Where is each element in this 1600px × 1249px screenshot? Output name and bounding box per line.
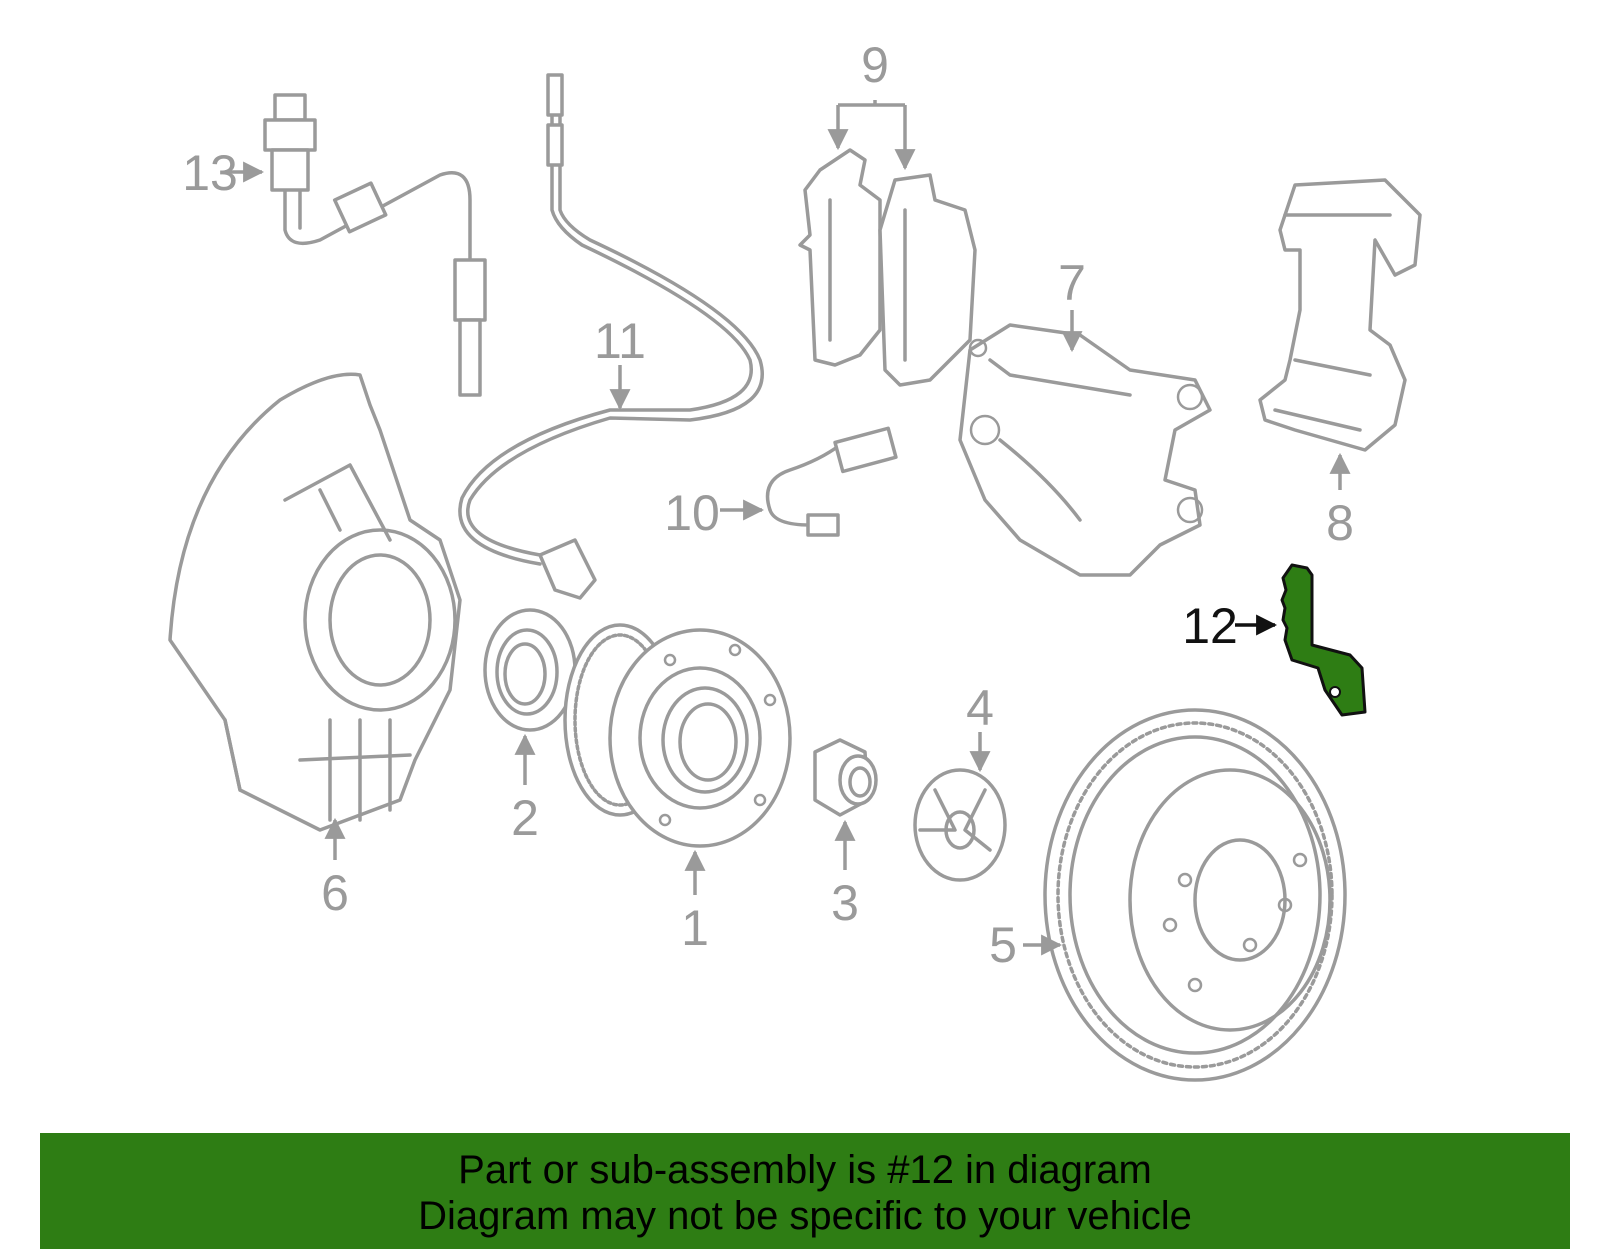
callout-13: 13 [182, 145, 238, 201]
footer-disclaimer: Diagram may not be specific to your vehi… [418, 1194, 1192, 1238]
part-1-wheel-hub [563, 623, 792, 848]
callout-5: 5 [989, 917, 1017, 973]
part-2-seal [483, 608, 577, 732]
footer-banner: Part or sub-assembly is #12 in diagram D… [40, 1133, 1570, 1249]
callout-1: 1 [681, 900, 709, 956]
part-3-hub-nut [813, 738, 878, 817]
part-10-wear-sensor [765, 426, 898, 537]
callout-2: 2 [511, 790, 539, 846]
part-12-bracket-highlighted [1280, 563, 1367, 717]
part-5-brake-rotor [1043, 708, 1347, 1082]
part-8-caliper-carrier [1258, 178, 1422, 452]
part-13-brake-hose [263, 93, 487, 397]
callout-10: 10 [664, 485, 720, 541]
callout-6: 6 [321, 865, 349, 921]
callout-8: 8 [1326, 495, 1354, 551]
part-6-steering-knuckle [168, 372, 462, 832]
callout-7: 7 [1058, 255, 1086, 311]
callout-12-highlighted: 12 [1182, 598, 1238, 654]
callout-4: 4 [966, 680, 994, 736]
callout-11: 11 [594, 313, 646, 369]
callout-leaders [225, 100, 1351, 956]
callout-3: 3 [831, 875, 859, 931]
part-11-sensor-wire [458, 73, 764, 600]
footer-part-note: Part or sub-assembly is #12 in diagram [458, 1148, 1152, 1192]
part-4-dust-cap [913, 768, 1007, 882]
part-9-brake-pads [798, 148, 977, 387]
part-7-caliper [958, 323, 1212, 577]
callout-9: 9 [861, 37, 889, 93]
